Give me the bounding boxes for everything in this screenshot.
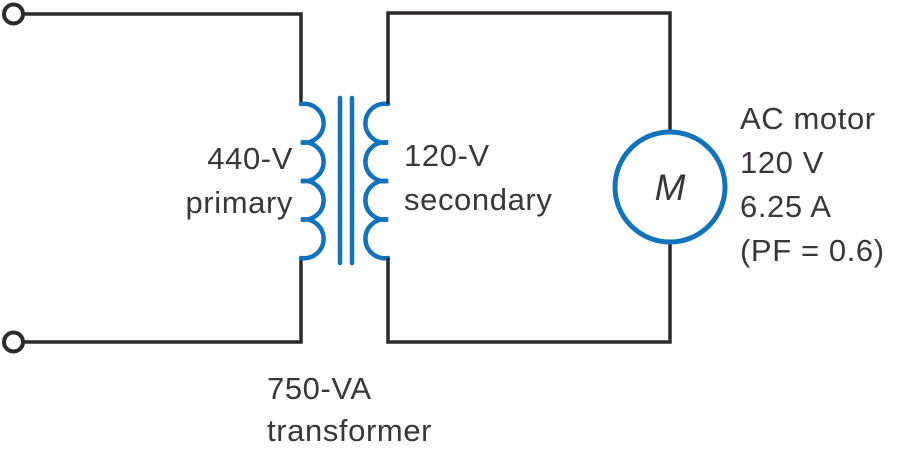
primary-voltage-text: 440-V (207, 141, 293, 176)
motor-type-text: AC motor (740, 101, 876, 136)
primary-name-text: primary (185, 185, 293, 220)
transformer-core-icon (337, 95, 355, 266)
primary-coil-icon (298, 101, 326, 261)
input-terminal-top-icon (2, 2, 25, 26)
input-terminal-bottom-icon (2, 330, 25, 354)
transformer-rating-text: 750-VA (267, 371, 372, 406)
motor-power-factor-text: (PF = 0.6) (740, 233, 885, 268)
transformer-name-text: transformer (267, 413, 433, 448)
secondary-name-text: secondary (404, 182, 553, 217)
motor-specs-label: AC motor 120 V 6.25 A (PF = 0.6) (740, 97, 885, 273)
motor-circle-icon (612, 129, 728, 245)
transformer-rating-label: 750-VA transformer (267, 368, 432, 450)
motor-symbol-label: M (654, 167, 686, 208)
secondary-winding-label: 120-V secondary (404, 134, 552, 222)
primary-circuit-wire (23, 12, 303, 344)
motor-current-text: 6.25 A (740, 189, 832, 224)
secondary-coil-icon (363, 101, 391, 261)
motor-voltage-text: 120 V (740, 145, 825, 180)
secondary-circuit-wire (386, 11, 672, 344)
secondary-voltage-text: 120-V (404, 138, 490, 173)
primary-winding-label: 440-V primary (140, 137, 293, 225)
